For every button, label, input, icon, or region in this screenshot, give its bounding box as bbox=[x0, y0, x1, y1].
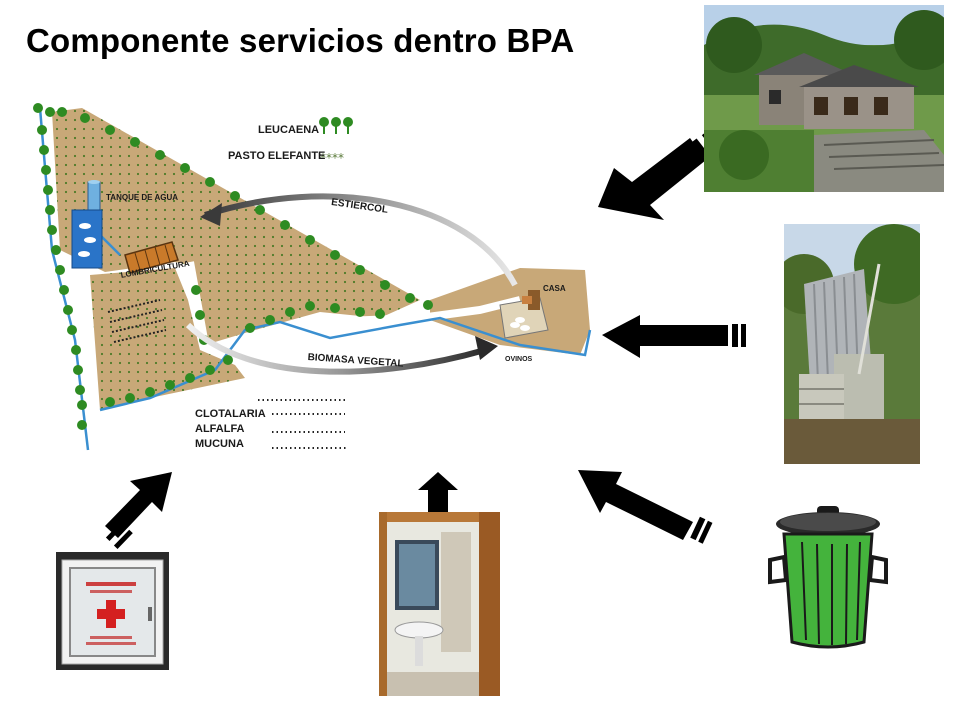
tanque-label: TANQUE DE AGUA bbox=[106, 193, 178, 202]
bathroom-photo bbox=[379, 512, 500, 696]
first-aid-cabinet-photo bbox=[56, 552, 169, 670]
legend-pasto-label: PASTO ELEFANTE bbox=[228, 150, 326, 162]
crop-label-clotalaria: CLOTALARIA bbox=[195, 408, 266, 420]
water-tank-icon bbox=[71, 180, 103, 269]
biomasa-flow-arrow bbox=[185, 322, 498, 375]
arrow-from-trash bbox=[578, 470, 713, 544]
tree-border bbox=[33, 103, 433, 430]
latrine-photo bbox=[784, 224, 920, 464]
trash-bin-icon bbox=[762, 502, 894, 650]
crop-rows bbox=[107, 299, 167, 343]
arrow-from-latrine bbox=[602, 315, 746, 358]
house-photo bbox=[704, 5, 944, 192]
arrow-from-house bbox=[598, 132, 720, 220]
arrow-from-first-aid bbox=[105, 472, 172, 549]
estiercol-flow-arrow bbox=[200, 193, 518, 287]
legend-leucaena-label: LEUCAENA bbox=[258, 124, 320, 136]
pasto-legend-icon: **** bbox=[320, 151, 344, 165]
house-icon bbox=[499, 290, 549, 339]
svg-text:****: **** bbox=[320, 151, 344, 165]
leucaena-legend-icon bbox=[319, 117, 353, 134]
crop-label-mucuna: MUCUNA bbox=[195, 438, 244, 450]
casa-label: CASA bbox=[543, 284, 566, 293]
page-title: Componente servicios dentro BPA bbox=[26, 22, 575, 59]
crop-legend-lines bbox=[258, 399, 348, 449]
crop-label-alfalfa: ALFALFA bbox=[195, 423, 245, 435]
vermiculture-bed-icon bbox=[124, 241, 179, 274]
farm-path bbox=[186, 261, 521, 365]
ovinos-label: OVINOS bbox=[505, 356, 533, 363]
